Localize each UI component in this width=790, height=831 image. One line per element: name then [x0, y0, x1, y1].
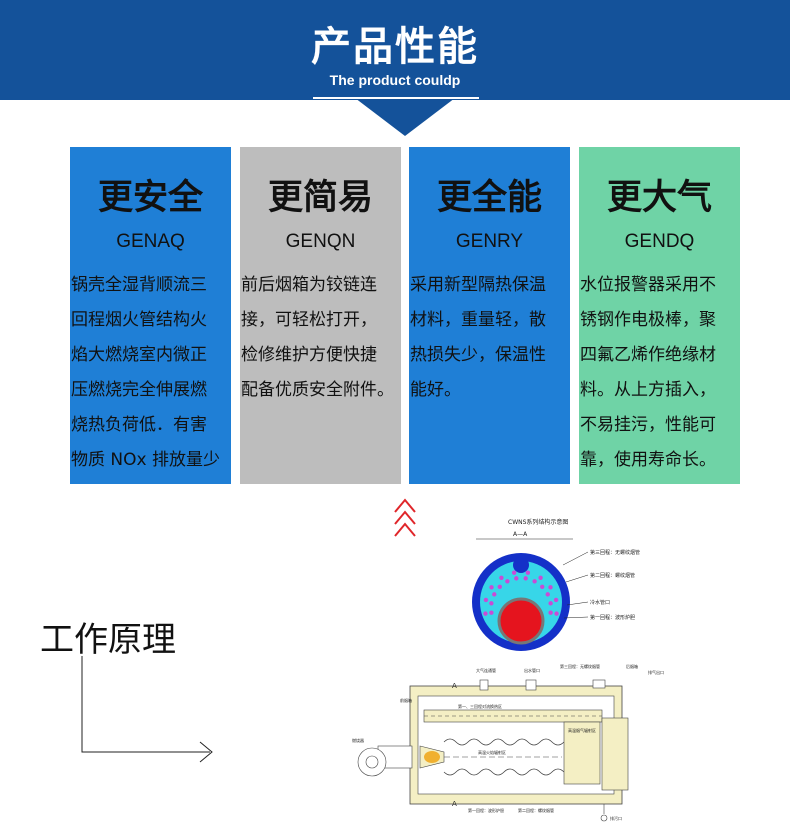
card-description: 水位报警器采用不 锈钢作电极棒，聚 四氟乙烯作绝缘材 料。从上方插入， 不易挂污… [580, 268, 740, 478]
card-line: 焰大燃烧室内微正 [71, 345, 207, 365]
rear-smoke-box [563, 721, 601, 785]
diagram-label: 第三回程：无螺纹烟管 [590, 549, 640, 556]
tube-dot [545, 592, 550, 597]
card-line: 接，可轻松打开， [241, 310, 377, 330]
tube-dot [525, 570, 531, 575]
card-title: 更大气 [606, 178, 712, 218]
arrow-right-icon [81, 656, 213, 763]
tube-dot [514, 576, 519, 581]
diagram-label: 第二回程：螺纹烟管 [590, 572, 635, 579]
section-label: A—A [513, 531, 528, 538]
tube-dot [532, 579, 537, 584]
diagram-label: 后烟箱 [626, 663, 638, 669]
card-line: 能好。 [410, 380, 461, 400]
section-mark: A [452, 800, 457, 808]
tube-dot [548, 610, 553, 615]
boiler-cross-section-diagram: CWNS系列结构示意图 A—A 第三回程：无螺纹烟管 第二回程：螺纹烟管 冷水管… [472, 518, 640, 651]
tube-dot [489, 585, 494, 590]
boiler-side-section-diagram: A A 大气连通管 出水管口 第三回程：无螺纹烟管 后烟箱 排气出口 前烟箱 燃… [352, 663, 664, 822]
diagram-label: 第一回程：波形炉胆 [590, 614, 635, 621]
diagram-label: 前烟箱 [400, 697, 412, 703]
header-notch [355, 98, 455, 136]
diagram-label: 第一回程：波形炉胆 [468, 807, 504, 813]
card-description: 前后烟箱为铰链连 接，可轻松打开， 检修维护方便快捷 配备优质安全附件。 [241, 268, 401, 408]
tube-dot [523, 576, 528, 581]
card-line: 烧热负荷低．有害 [71, 415, 207, 435]
card-code: GENAQ [116, 231, 185, 252]
card-description: 采用新型隔热保温 材料，重量轻，散 热损失少，保温性 能好。 [410, 268, 570, 408]
tube-dot [499, 575, 504, 581]
tube-dot [548, 585, 553, 590]
card-line: 热损失少，保温性 [410, 345, 546, 365]
tube-dot [540, 584, 545, 589]
tube-dot [489, 601, 494, 606]
tube-dot [505, 579, 510, 584]
tube-dot [492, 592, 497, 597]
diagram-label: 燃烧器 [352, 737, 364, 743]
card-line: 锅壳全湿背顺流三 [71, 275, 207, 295]
diagram-label: 第一、三回程对流换热区 [458, 703, 502, 709]
diagram-label: 高温烟气辐射区 [568, 727, 596, 733]
page-title: 产品性能 [311, 24, 479, 70]
diagram-label: 冷水管口 [590, 599, 610, 606]
card-line: 采用新型隔热保温 [410, 275, 546, 295]
card-line: 材料，重量轻，散 [410, 310, 546, 330]
card-line: 靠，使用寿命长。 [580, 450, 716, 470]
tube-dot [489, 610, 494, 615]
diagram-label: 出水管口 [524, 667, 540, 673]
tube-dot [548, 601, 553, 606]
card-line: 四氟乙烯作绝缘材 [580, 345, 716, 365]
tube-dot [554, 611, 559, 616]
card-line: 检修维护方便快捷 [241, 345, 377, 365]
card-line: 物质 NOx 排放量少 [71, 450, 220, 470]
card-line: 前后烟箱为铰链连 [241, 275, 377, 295]
diagram-label: 排污口 [610, 815, 622, 821]
diagram-title: CWNS系列结构示意图 [508, 518, 568, 526]
header-banner [0, 0, 790, 100]
tube-dot [497, 584, 502, 589]
card-line: 锈钢作电极棒，聚 [580, 310, 716, 330]
card-description: 锅壳全湿背顺流三 回程烟火管结构火 焰大燃烧室内微正 压燃烧完全伸展燃 烧热负荷… [71, 268, 231, 478]
card-code: GENRY [455, 231, 524, 252]
tube-dot [511, 570, 517, 575]
card-title: 更全能 [436, 178, 542, 218]
feature-card-safety: 更安全 GENAQ 锅壳全湿背顺流三 回程烟火管结构火 焰大燃烧室内微正 压燃烧… [70, 147, 231, 484]
diagram-label: 高温火焰辐射区 [478, 749, 506, 755]
diagram-label: 第二回程：螺纹烟管 [518, 807, 554, 813]
card-code: GENQN [285, 231, 356, 252]
tube-dot [553, 597, 559, 603]
card-line: 压燃烧完全伸展燃 [71, 380, 207, 400]
diagram-label: 排气出口 [648, 669, 664, 675]
card-line: 料。从上方插入， [580, 380, 716, 400]
feature-card-grandeur: 更大气 GENDQ 水位报警器采用不 锈钢作电极棒，聚 四氟乙烯作绝缘材 料。从… [579, 147, 740, 484]
tube-dot [538, 575, 543, 581]
card-title: 更简易 [267, 178, 373, 218]
card-title: 更安全 [97, 178, 203, 218]
section-title: 工作原理 [40, 620, 176, 660]
tube-dot [483, 611, 488, 616]
card-line: 不易挂污，性能可 [580, 415, 716, 435]
feature-card-capability: 更全能 GENRY 采用新型隔热保温 材料，重量轻，散 热损失少，保温性 能好。 [409, 147, 570, 484]
diagram-label: 大气连通管 [476, 667, 496, 673]
smoke-tubes [483, 570, 559, 616]
card-line: 回程烟火管结构火 [71, 310, 207, 330]
card-code: GENDQ [624, 231, 695, 252]
subtitle-underline [313, 97, 479, 99]
feature-card-simplicity: 更简易 GENQN 前后烟箱为铰链连 接，可轻松打开， 检修维护方便快捷 配备优… [240, 147, 401, 484]
section-mark: A [452, 682, 457, 690]
tube-dot [483, 597, 489, 603]
card-line: 配备优质安全附件。 [241, 380, 394, 400]
chevron-up-icon [394, 498, 416, 537]
diagram-label: 第三回程：无螺纹烟管 [560, 663, 600, 669]
furnace [497, 597, 545, 645]
card-line: 水位报警器采用不 [580, 275, 716, 295]
page-subtitle: The product couldp [329, 72, 461, 88]
